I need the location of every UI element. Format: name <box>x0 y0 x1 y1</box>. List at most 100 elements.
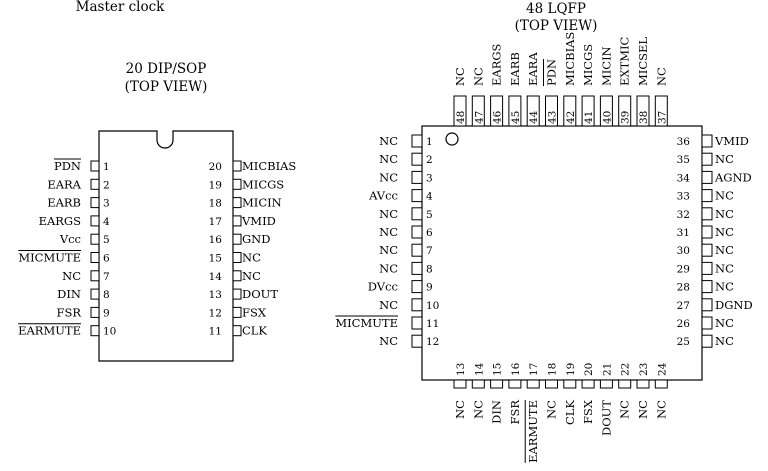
dip-pin-number: 9 <box>103 307 110 319</box>
dip-pin-name: MICMUTE <box>18 251 81 265</box>
lqfp-pin-name: NC <box>636 400 650 419</box>
pin-lead <box>90 325 100 337</box>
pin-lead <box>545 379 558 389</box>
pin-lead <box>232 160 242 172</box>
pin-lead <box>411 207 423 221</box>
pin-lead <box>232 270 242 282</box>
dip-pin-name: DIN <box>57 287 81 301</box>
dip-pin-name: PDN <box>54 159 81 173</box>
dip-pin-number: 18 <box>209 198 222 210</box>
lqfp-pin-number: 30 <box>677 245 690 257</box>
dip-pin-number: 4 <box>103 216 110 228</box>
lqfp-pin-number: 36 <box>677 136 691 148</box>
lqfp-pin-name: EARB <box>508 52 522 86</box>
lqfp-pin-number: 37 <box>656 111 668 124</box>
pin-lead <box>563 95 577 127</box>
lqfp-pin-number: 25 <box>677 336 690 348</box>
lqfp-pin-number: 16 <box>510 362 522 376</box>
pin-lead <box>701 298 713 312</box>
pin-lead <box>581 379 595 389</box>
pin-lead <box>232 325 242 337</box>
lqfp-pin-name: EARA <box>526 52 540 86</box>
lqfp-pin-name: NC <box>715 152 734 166</box>
lqfp-pin-number: 31 <box>677 227 690 239</box>
lqfp-pin-name: MICMUTE <box>335 316 398 330</box>
lqfp-pin-number: 47 <box>473 111 485 124</box>
lqfp-pin-number: 29 <box>677 263 690 275</box>
pin-lead <box>411 261 423 275</box>
lqfp-pin-number: 32 <box>677 209 690 221</box>
lqfp-pin-name: VMID <box>714 134 749 148</box>
lqfp-pin-number: 3 <box>426 172 433 184</box>
pin-lead <box>563 379 577 389</box>
dip-pin-number: 12 <box>209 307 222 319</box>
lqfp-pin-name: NC <box>618 400 632 419</box>
lqfp-top-pins: 48NC47NC46EARGS45EARB44EARA43PDN42MICBIA… <box>453 32 668 127</box>
lqfp-pin-number: 34 <box>677 172 691 184</box>
pin-lead <box>636 379 650 389</box>
pin-lead <box>232 306 242 318</box>
dip-pin-number: 3 <box>103 198 110 210</box>
dip-pin-name: NC <box>62 269 81 283</box>
dip-pin-name: VMID <box>241 214 276 228</box>
lqfp-pin-number: 5 <box>426 209 433 221</box>
pin-lead <box>232 288 242 300</box>
dip-pin-name: MICBIAS <box>242 159 296 173</box>
pin-lead <box>90 252 100 263</box>
lqfp-pin-name: NC <box>379 243 398 257</box>
dip-pin-number: 15 <box>209 253 222 265</box>
lqfp-pin-name: DIN <box>490 400 504 424</box>
pin-lead <box>90 233 100 245</box>
dip-pin-number: 6 <box>103 253 110 265</box>
lqfp-pin-number: 24 <box>656 362 668 376</box>
pin-lead <box>701 225 713 239</box>
pin-lead <box>490 95 504 127</box>
pin-lead <box>581 95 595 127</box>
dip-pin-number: 16 <box>209 234 223 246</box>
pin-lead <box>411 189 423 203</box>
lqfp-pin1-marker-icon <box>445 132 459 146</box>
lqfp-pin-name: NC <box>379 134 398 148</box>
lqfp-pin-name: NC <box>471 67 485 86</box>
lqfp-pin-name: NC <box>379 225 398 239</box>
dip-pin-number: 2 <box>103 179 110 191</box>
lqfp-pin-number: 48 <box>455 111 467 124</box>
dip-pin-name: MICGS <box>242 177 284 191</box>
pin-lead <box>90 306 100 318</box>
lqfp-pin-name: AGND <box>714 170 752 184</box>
dip-title: 20 DIP/SOP <box>126 61 207 77</box>
dip-pin-number: 13 <box>209 289 222 301</box>
lqfp-pin-number: 21 <box>601 363 613 376</box>
master-clock-caption: Master clock <box>76 0 166 15</box>
dip-pin-name: FSX <box>242 305 267 319</box>
lqfp-pin-name: AVcc <box>368 189 398 203</box>
lqfp-pin-name: MICGS <box>581 44 595 86</box>
lqfp-pin-number: 44 <box>528 110 540 124</box>
lqfp-pin-name: NC <box>379 261 398 275</box>
pin-lead <box>701 261 713 275</box>
dip-pin-name: MICIN <box>242 196 282 210</box>
lqfp-pin-number: 1 <box>426 136 433 148</box>
lqfp-pin-number: 27 <box>677 300 690 312</box>
pin-lead <box>90 160 100 172</box>
dip-subtitle: (TOP VIEW) <box>125 79 208 95</box>
lqfp-pin-name: NC <box>654 67 668 86</box>
dip-pin-number: 17 <box>209 216 222 228</box>
dip-pin-name: GND <box>242 232 270 246</box>
lqfp-pin-number: 17 <box>528 363 540 376</box>
lqfp-pin-name: EARGS <box>490 43 504 86</box>
lqfp-pin-name: NC <box>715 189 734 203</box>
pin-lead <box>701 280 713 294</box>
pin-lead <box>701 207 713 221</box>
lqfp-pin-name: NC <box>715 207 734 221</box>
pin-lead <box>90 197 100 209</box>
pin-lead <box>411 225 423 239</box>
lqfp-pin-number: 26 <box>677 318 691 330</box>
lqfp-pin-number: 19 <box>565 363 577 376</box>
lqfp-pin-name: NC <box>715 225 734 239</box>
pin-lead <box>508 379 522 389</box>
lqfp-pin-name: NC <box>453 67 467 86</box>
lqfp-pin-number: 45 <box>510 111 522 124</box>
